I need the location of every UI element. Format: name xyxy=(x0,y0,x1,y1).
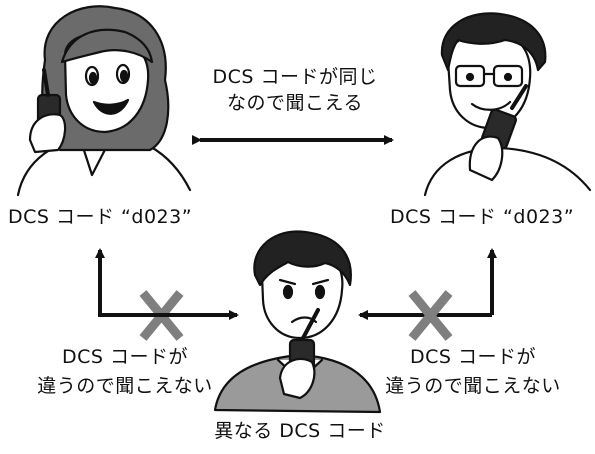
worried-boy-radio-icon xyxy=(213,230,382,414)
woman-with-radio-icon xyxy=(16,5,192,197)
right-reject-line2: 違うので聞こえない xyxy=(385,375,561,397)
right-reject-line1: DCS コードが xyxy=(410,346,536,368)
same-code-message-line2: なので聞こえる xyxy=(227,92,363,114)
left-code-label: DCS コード “d023” xyxy=(8,206,193,228)
same-code-message-line1: DCS コードが同じ xyxy=(212,66,378,88)
different-code-label: 異なる DCS コード xyxy=(214,420,386,442)
right-code-label: DCS コード “d023” xyxy=(390,206,575,228)
left-reject-line2: 違うので聞こえない xyxy=(37,375,213,397)
man-with-glasses-radio-icon xyxy=(423,12,592,197)
left-reject-line1: DCS コードが xyxy=(62,346,188,368)
right-cross-icon xyxy=(408,290,453,341)
